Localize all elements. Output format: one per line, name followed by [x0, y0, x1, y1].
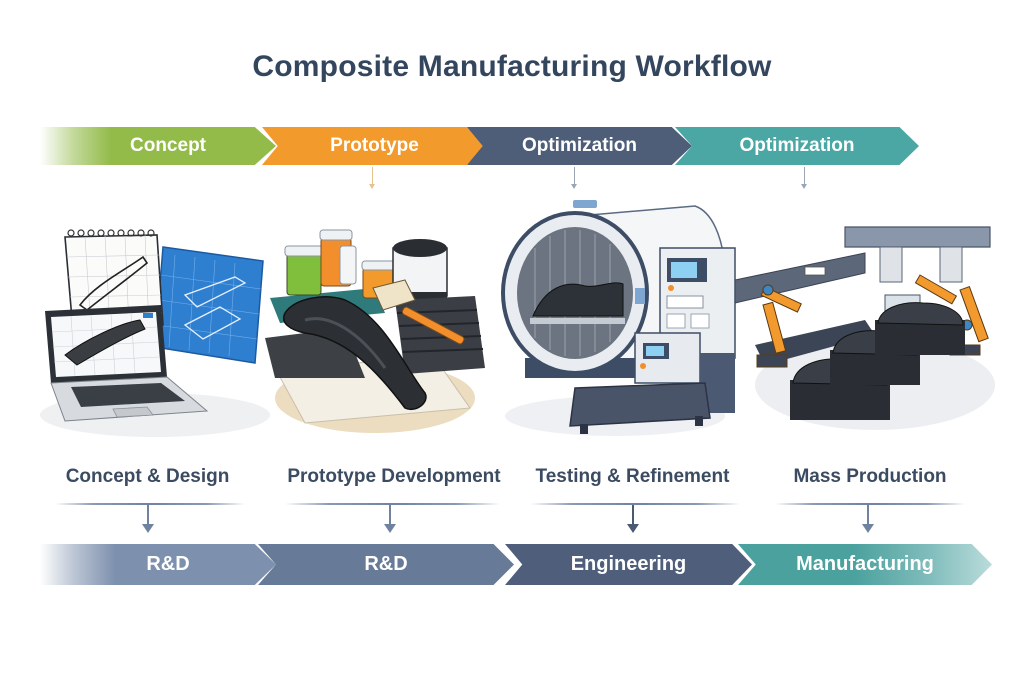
divider: [285, 503, 500, 505]
phase-label: Optimization: [521, 135, 638, 156]
phase-chevron-prototype: Prototype: [262, 127, 487, 165]
page-title: Composite Manufacturing Workflow: [252, 50, 772, 83]
down-arrow-icon: [384, 505, 396, 533]
robot-arm-icon: [756, 284, 802, 368]
carbon-part-stack-icon: [790, 302, 965, 420]
down-arrow-icon: [862, 505, 874, 533]
department-label: Manufacturing: [796, 553, 934, 575]
department-label: Engineering: [570, 553, 687, 575]
divider: [775, 503, 965, 505]
testing-illustration: [501, 200, 736, 436]
divider: [530, 503, 740, 505]
carbon-fiber-part: [283, 296, 427, 410]
department-chevron-engineering: Engineering: [505, 544, 752, 585]
down-arrow-icon: [142, 505, 154, 533]
resin-jar-icon: [319, 229, 357, 287]
phase-chevron-optimization: Optimization: [467, 127, 692, 165]
stage-label-testing-refinement: Testing & Refinement: [535, 466, 730, 487]
department-chevron-rnd-2: R&D: [258, 544, 514, 585]
phase-label: Concept: [130, 135, 206, 156]
stage-label-concept-design: Concept & Design: [65, 466, 230, 487]
phase-label: Optimization: [739, 135, 855, 156]
resin-jar-icon: [284, 245, 324, 296]
connector-arrow-icon: [801, 167, 807, 189]
connector-arrow-icon: [571, 167, 577, 189]
phase-chevron-concept: Concept: [40, 127, 276, 165]
department-label: R&D: [146, 553, 190, 575]
mass-production-illustration: [735, 226, 995, 430]
down-arrow-icon: [627, 505, 639, 533]
brush-icon: [372, 279, 465, 345]
laptop-icon: [45, 305, 209, 422]
stage-label-mass-production: Mass Production: [793, 466, 947, 487]
divider: [55, 503, 245, 505]
department-label: R&D: [364, 553, 408, 575]
blueprint-icon: [154, 246, 264, 364]
stage-label-prototype-development: Prototype Development: [287, 466, 501, 487]
department-chevron-rnd: R&D: [40, 544, 276, 585]
phase-chevron-optimization-2: Optimization: [675, 127, 919, 165]
press-machine-icon: [569, 332, 735, 434]
department-chevron-manufacturing: Manufacturing: [738, 544, 992, 585]
phase-label: Prototype: [330, 135, 419, 156]
connector-arrow-icon: [369, 167, 375, 189]
concept-design-illustration: [40, 229, 270, 437]
prototype-illustration: [265, 229, 485, 433]
